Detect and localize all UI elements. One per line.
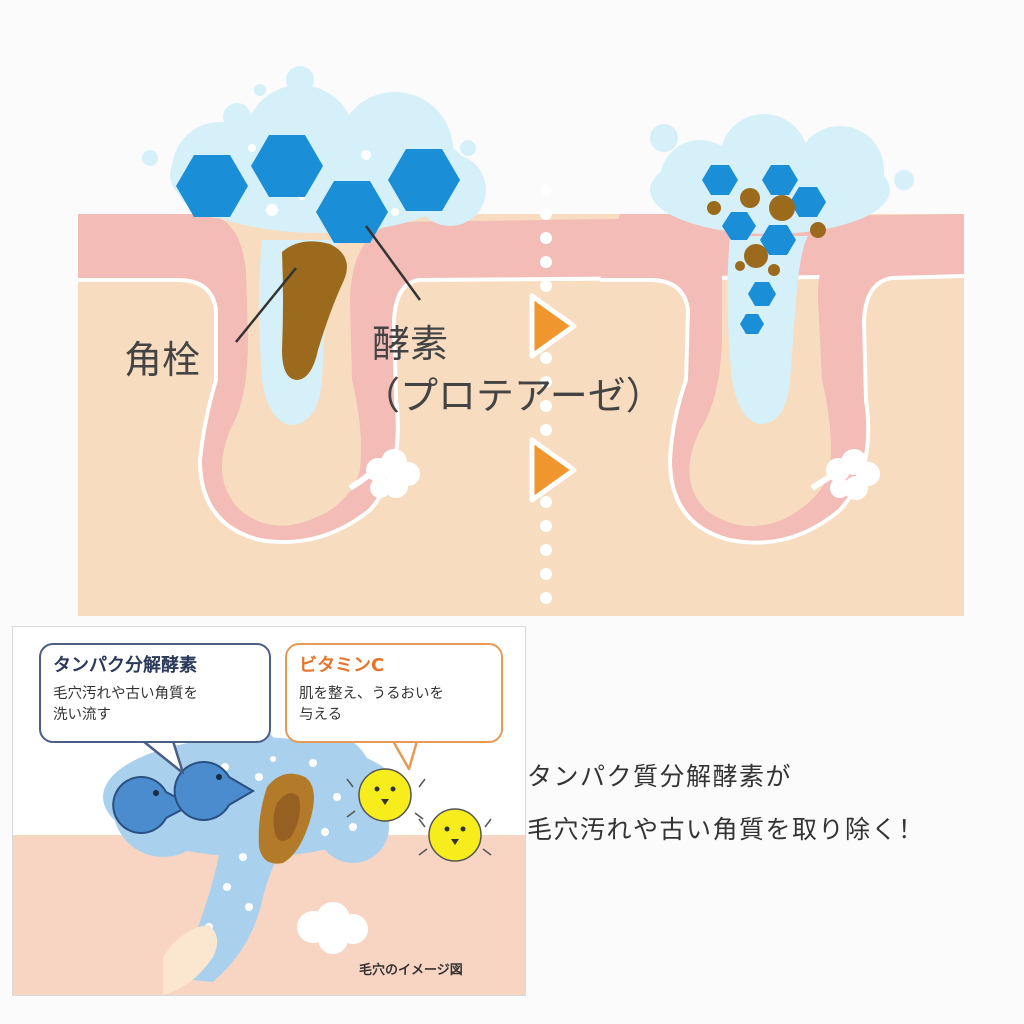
protein-enzyme-title: タンパク分解酵素 xyxy=(53,655,197,676)
protein-enzyme-bubble: タンパク分解酵素 毛穴汚れや古い角質を 洗い流す xyxy=(39,643,271,743)
pacman-icon xyxy=(112,761,255,834)
smiley-icon xyxy=(346,768,492,862)
right-pore xyxy=(600,114,965,545)
image-caption: 毛穴のイメージ図 xyxy=(359,963,463,978)
side-text-line-1: タンパク質分解酵素が xyxy=(527,762,793,791)
vitamin-c-line-2: 与える xyxy=(299,706,343,723)
vitamin-c-line-1: 肌を整え、うるおいを xyxy=(299,685,444,702)
keratin-plug xyxy=(282,241,347,380)
divider xyxy=(540,184,552,604)
label-protease: （プロテアーゼ） xyxy=(362,374,664,418)
vitamin-c-bubble: ビタミンC 肌を整え、うるおいを 与える xyxy=(285,643,503,743)
left-pore xyxy=(78,66,965,544)
protein-enzyme-line-1: 毛穴汚れや古い角質を xyxy=(53,685,198,702)
protein-enzyme-line-2: 洗い流す xyxy=(53,706,111,723)
arrow-right-icon xyxy=(529,293,577,503)
keratin-particles xyxy=(707,188,826,276)
pore-image-panel: タンパク分解酵素 毛穴汚れや古い角質を 洗い流す ビタミンC 肌を整え、うるおい… xyxy=(12,626,526,996)
vitamin-c-title: ビタミンC xyxy=(299,655,385,676)
label-keratin-plug: 角栓 xyxy=(124,338,201,382)
sebaceous-gland xyxy=(348,449,420,498)
pore-comparison-diagram xyxy=(78,66,965,616)
hexagon-icon xyxy=(702,165,826,334)
label-enzyme: 酵素 xyxy=(372,322,449,366)
side-text-line-2: 毛穴汚れや古い角質を取り除く！ xyxy=(527,815,925,844)
